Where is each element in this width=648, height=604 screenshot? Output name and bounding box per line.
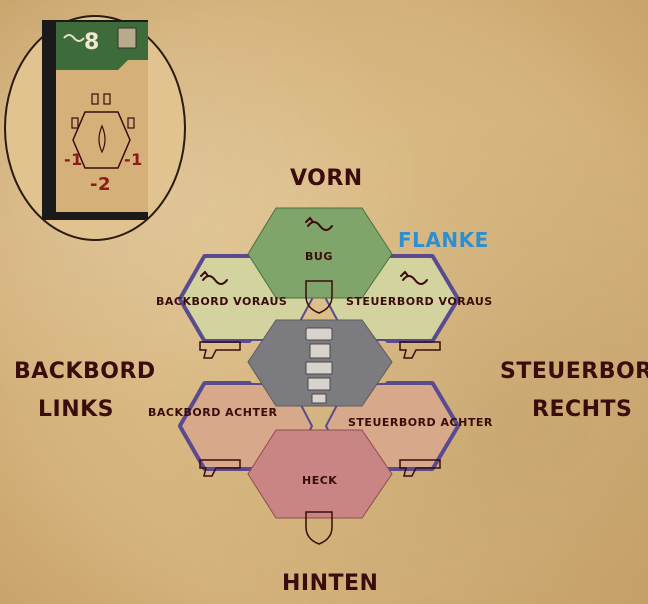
- label-rear: HINTEN: [282, 570, 378, 597]
- hex-label-port-forward: BACKBORD VORAUS: [156, 295, 287, 308]
- label-left-line1: BACKBORD: [14, 358, 156, 385]
- card-value: 8: [84, 30, 100, 55]
- hex-label-starboard-aft: STEUERBORD ACHTER: [348, 416, 493, 429]
- hex-label-bow: BUG: [305, 250, 333, 263]
- label-front: VORN: [290, 165, 363, 192]
- hex-label-port-aft: BACKBORD ACHTER: [148, 406, 277, 419]
- hex-label-starboard-forward: STEUERBORD VORAUS: [346, 295, 493, 308]
- label-right-line2: RECHTS: [532, 396, 632, 423]
- card-mod-rear: -2: [90, 174, 111, 195]
- hex-label-stern: HECK: [302, 474, 337, 487]
- card-mod-left: -1: [64, 150, 83, 169]
- card-mod-right: -1: [124, 150, 143, 169]
- label-right-line1: STEUERBORD: [500, 358, 648, 385]
- cannon-icon: [200, 342, 240, 358]
- label-left-line2: LINKS: [38, 396, 114, 423]
- cannon-icon: [400, 342, 440, 358]
- label-flank: FLANKE: [398, 228, 489, 252]
